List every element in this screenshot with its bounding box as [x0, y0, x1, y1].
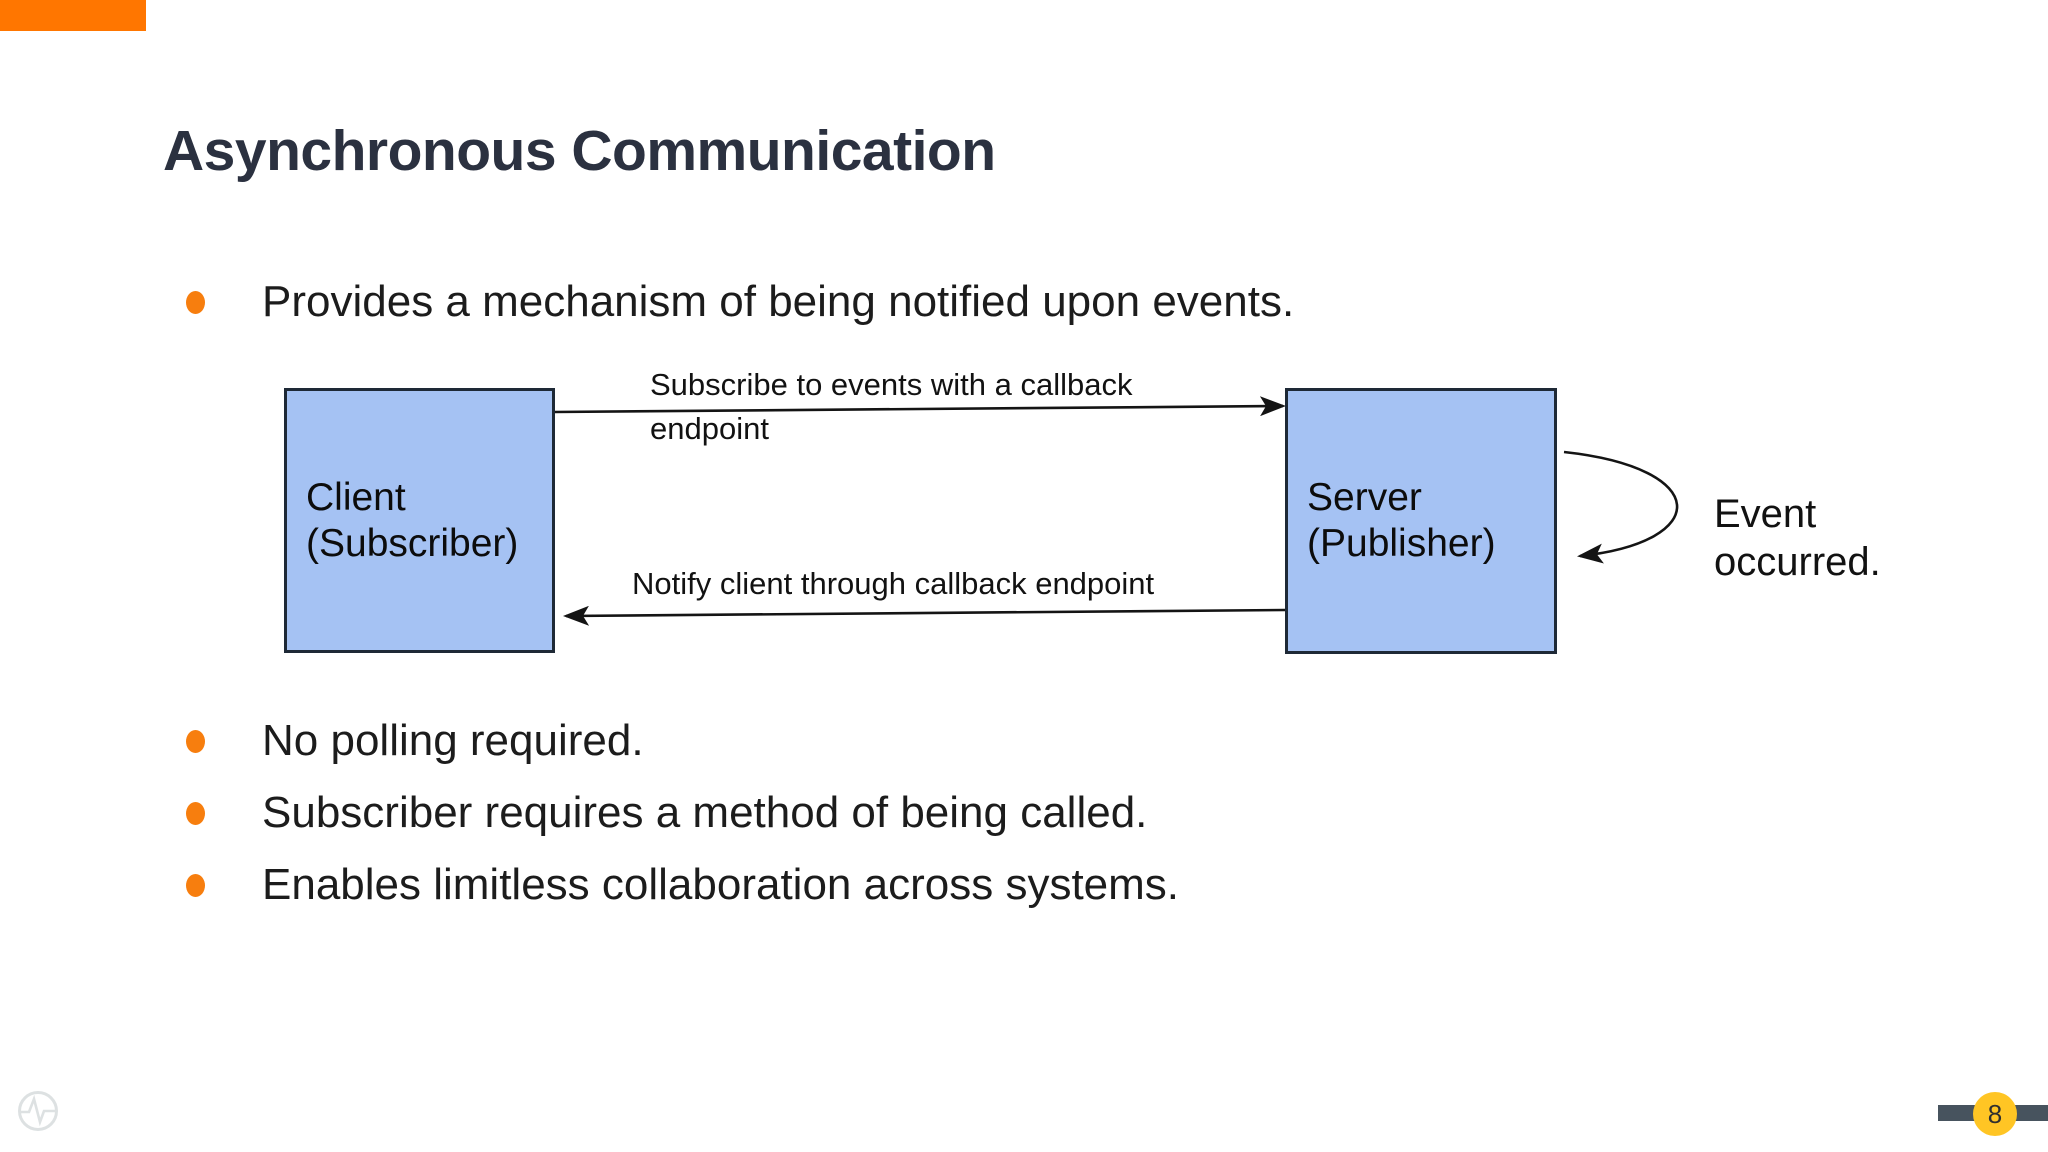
subscribe-arrow	[553, 396, 1286, 417]
bullet-dot-icon	[186, 801, 205, 825]
bullet-dot-icon	[186, 729, 205, 753]
client-node-role: (Subscriber)	[306, 521, 519, 565]
page-number-badge: 8	[1973, 1092, 2017, 1136]
server-node-role: (Publisher)	[1307, 522, 1496, 565]
accent-top-bar	[0, 0, 146, 31]
bullet-item: Provides a mechanism of being notified u…	[186, 276, 1294, 328]
server-node: Server (Publisher)	[1285, 388, 1557, 654]
bullet-item: Enables limitless collaboration across s…	[186, 859, 1179, 911]
notify-arrow-label: Notify client through callback endpoint	[632, 566, 1155, 601]
bullet-dot-icon	[186, 290, 205, 314]
event-occurred-label: Event occurred.	[1714, 492, 1881, 584]
client-node-name: Client	[306, 475, 406, 519]
bullet-item: Subscriber requires a method of being ca…	[186, 787, 1147, 839]
bullet-text: Provides a mechanism of being notified u…	[262, 277, 1295, 326]
server-node-name: Server	[1307, 476, 1422, 519]
pulse-circle-icon	[18, 1091, 58, 1131]
notify-arrow	[563, 605, 1286, 626]
subscribe-arrow-label: Subscribe to events with a callback endp…	[650, 367, 1133, 446]
bullet-text: Enables limitless collaboration across s…	[262, 860, 1180, 909]
slide-title: Asynchronous Communication	[163, 119, 996, 183]
client-node: Client (Subscriber)	[284, 388, 555, 653]
event-loop-arrow	[1563, 450, 1679, 564]
bullet-item: No polling required.	[186, 715, 644, 767]
bullet-dot-icon	[186, 873, 205, 897]
bullet-text: No polling required.	[262, 716, 644, 765]
bullet-text: Subscriber requires a method of being ca…	[262, 788, 1148, 837]
